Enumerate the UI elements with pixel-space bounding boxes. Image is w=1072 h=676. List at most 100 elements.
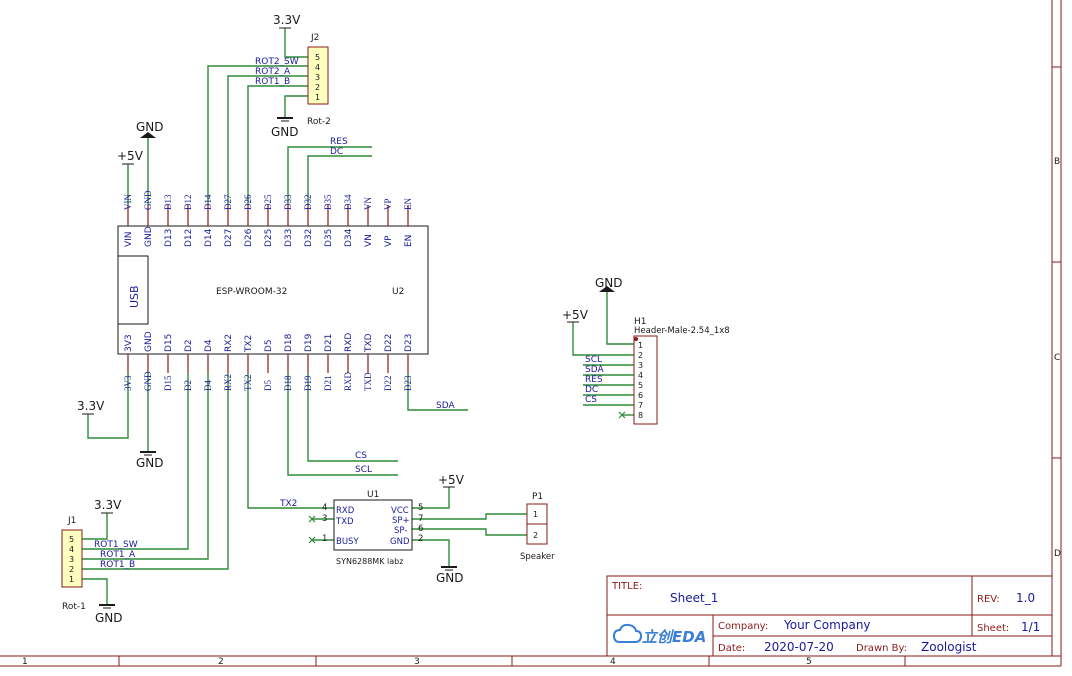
net-rot2-a: ROT2_A	[255, 67, 291, 77]
h1-ref: H1	[634, 317, 647, 327]
u2-top-pin-name: D27	[224, 229, 234, 247]
border-col-1: 1	[22, 657, 28, 667]
u2-top-pin-net: D14	[203, 194, 213, 210]
u2-top-pin-net: VN	[363, 197, 373, 210]
net-rot1-a: ROT1_A	[100, 550, 136, 560]
u2-bottom-pin-name: D5	[264, 339, 274, 352]
power-gnd-bottom: GND	[136, 451, 164, 470]
u2-bottom-pin-name: GND	[144, 331, 154, 352]
power-gnd-j2: GND	[271, 117, 299, 139]
net-scl: SCL	[355, 465, 372, 475]
u2-top-pin-name: VN	[364, 234, 374, 247]
u2-top-pin-name: EN	[404, 235, 414, 247]
u2-bottom-pin-net: D23	[403, 375, 413, 391]
j2-pin-3: 3	[315, 73, 320, 82]
u2-top-pin-net: EN	[403, 198, 413, 210]
p1-ref: P1	[532, 492, 543, 502]
u2-pins: VINVINGNDGNDD13D13D12D12D14D14D27D27D26D…	[123, 190, 414, 391]
net-tx2: TX2	[279, 499, 297, 509]
border-col-2: 2	[218, 657, 224, 667]
lceda-logo-icon: 立创EDA	[612, 623, 706, 646]
sheet-value: 1/1	[1021, 620, 1040, 634]
j2-pin-1: 1	[315, 93, 320, 102]
h1-pin-8: 8	[638, 411, 643, 420]
border-col-5: 5	[806, 657, 812, 667]
power-gnd-bottom-label: GND	[136, 456, 164, 470]
net-rot1-b-top: ROT1_B	[255, 77, 290, 87]
j1-ref: J1	[67, 516, 76, 526]
u2-bottom-pin-name: D19	[304, 333, 314, 352]
u2-bottom-pin-net: RXD	[343, 371, 353, 391]
u2-bottom-pin-name: D2	[184, 339, 194, 352]
sheet-title: Sheet_1	[670, 591, 718, 605]
u2-bottom-pin-net: D5	[263, 380, 273, 391]
u2-top-pin-name: D13	[164, 229, 174, 247]
power-3v3-left-label: 3.3V	[77, 399, 105, 413]
power-5v-h1: +5V	[562, 308, 589, 323]
net-rot1-sw: ROT1_SW	[94, 540, 138, 550]
u1-pin-spp-num: 7	[418, 514, 423, 524]
power-gnd-j1: GND	[95, 604, 123, 625]
u1-pin-txd-num: 3	[322, 514, 327, 524]
u2-top-pin-net: D27	[223, 194, 233, 210]
u2-top-pin-net: D35	[323, 194, 333, 210]
u1-pin-vcc-num: 5	[418, 503, 423, 513]
net-h1-sda: SDA	[585, 365, 604, 375]
u2-top-pin-net: D33	[283, 194, 293, 210]
sheet-border	[0, 0, 1062, 667]
p1-name: Speaker	[520, 552, 555, 562]
power-5v-vin: +5V	[117, 149, 144, 165]
power-gnd-top: GND	[136, 120, 164, 138]
net-h1-dc: DC	[585, 385, 598, 395]
u2-bottom-pin-name: D21	[324, 334, 334, 352]
h1-name: Header-Male-2.54_1x8	[634, 326, 730, 336]
net-labels: ROT2_SW ROT2_A ROT1_B RES DC SDA CS SCL …	[94, 57, 604, 570]
rev-label: REV:	[977, 594, 1000, 605]
u1-pin-txd-name: TXD	[335, 517, 354, 527]
u2-top-pin-net: VIN	[123, 194, 133, 210]
border-row-c: C	[1054, 353, 1060, 363]
u1-pin-busy-num: 1	[322, 534, 327, 544]
net-dc: DC	[330, 147, 343, 157]
u2-bottom-pin-net: D15	[163, 375, 173, 391]
u1-pin-rxd-name: RXD	[336, 506, 355, 516]
u2-top-pin-name: D25	[264, 229, 274, 247]
border-col-4: 4	[610, 657, 616, 667]
border-row-labels: B C D	[1054, 157, 1061, 559]
j1-pin-3: 3	[69, 555, 74, 564]
u2-top-pin-name: D26	[244, 228, 254, 247]
drawn-label: Drawn By:	[856, 643, 907, 654]
h1-pin-6: 6	[638, 391, 643, 400]
power-gnd-u1: GND	[436, 566, 464, 585]
speaker-p1[interactable]: P1 1 2 Speaker	[520, 492, 555, 562]
connector-j1[interactable]: J1 Rot-1 5 4 3 2 1	[61, 516, 86, 612]
p1-pin-1: 1	[533, 510, 538, 519]
u2-top-pin-name: VP	[384, 235, 394, 247]
h1-pin-5: 5	[638, 381, 643, 390]
connector-j2[interactable]: J2 Rot-2 5 4 3 2 1	[307, 33, 331, 127]
u1-pin-vcc-name: VCC	[391, 506, 409, 516]
u2-bottom-pin-name: 3V3	[124, 334, 134, 352]
power-gnd-j1-label: GND	[95, 611, 123, 625]
u1-ref: U1	[367, 490, 379, 500]
u2-bottom-pin-net: D19	[303, 375, 313, 391]
power-gnd-j2-label: GND	[271, 125, 299, 139]
u2-bottom-pin-net: TX2	[243, 375, 253, 392]
module-u2-esp32[interactable]: USB ESP-WROOM-32 U2 VINVINGNDGNDD13D13D1…	[117, 190, 429, 391]
lceda-logo-text: 立创EDA	[642, 628, 706, 646]
title-block: TITLE: Sheet_1 REV: 1.0 Company: Your Co…	[606, 575, 1053, 657]
j1-name: Rot-1	[62, 602, 86, 612]
power-5v-h1-label: +5V	[562, 308, 589, 322]
u1-pin-busy-name: BUSY	[336, 537, 359, 547]
module-u1-syn6288[interactable]: U1 SYN6288MK labz 4 RXD 3 TXD 1 BUSY 5 V…	[322, 490, 423, 566]
u2-top-pin-net: D26	[243, 194, 253, 210]
j2-pin-5: 5	[315, 53, 320, 62]
border-row-d: D	[1054, 549, 1061, 559]
u2-bottom-pin-name: RXD	[344, 333, 354, 352]
power-5v-vin-label: +5V	[117, 149, 144, 163]
u1-pin-gnd-num: 2	[418, 534, 423, 544]
power-gnd-h1: GND	[595, 276, 623, 292]
u2-bottom-pin-name: D23	[404, 334, 414, 352]
header-h1[interactable]: H1 Header-Male-2.54_1x8 1 2 3 4 5 6 7 8	[633, 317, 730, 425]
border-col-labels: 1 2 3 4 5	[22, 657, 812, 667]
